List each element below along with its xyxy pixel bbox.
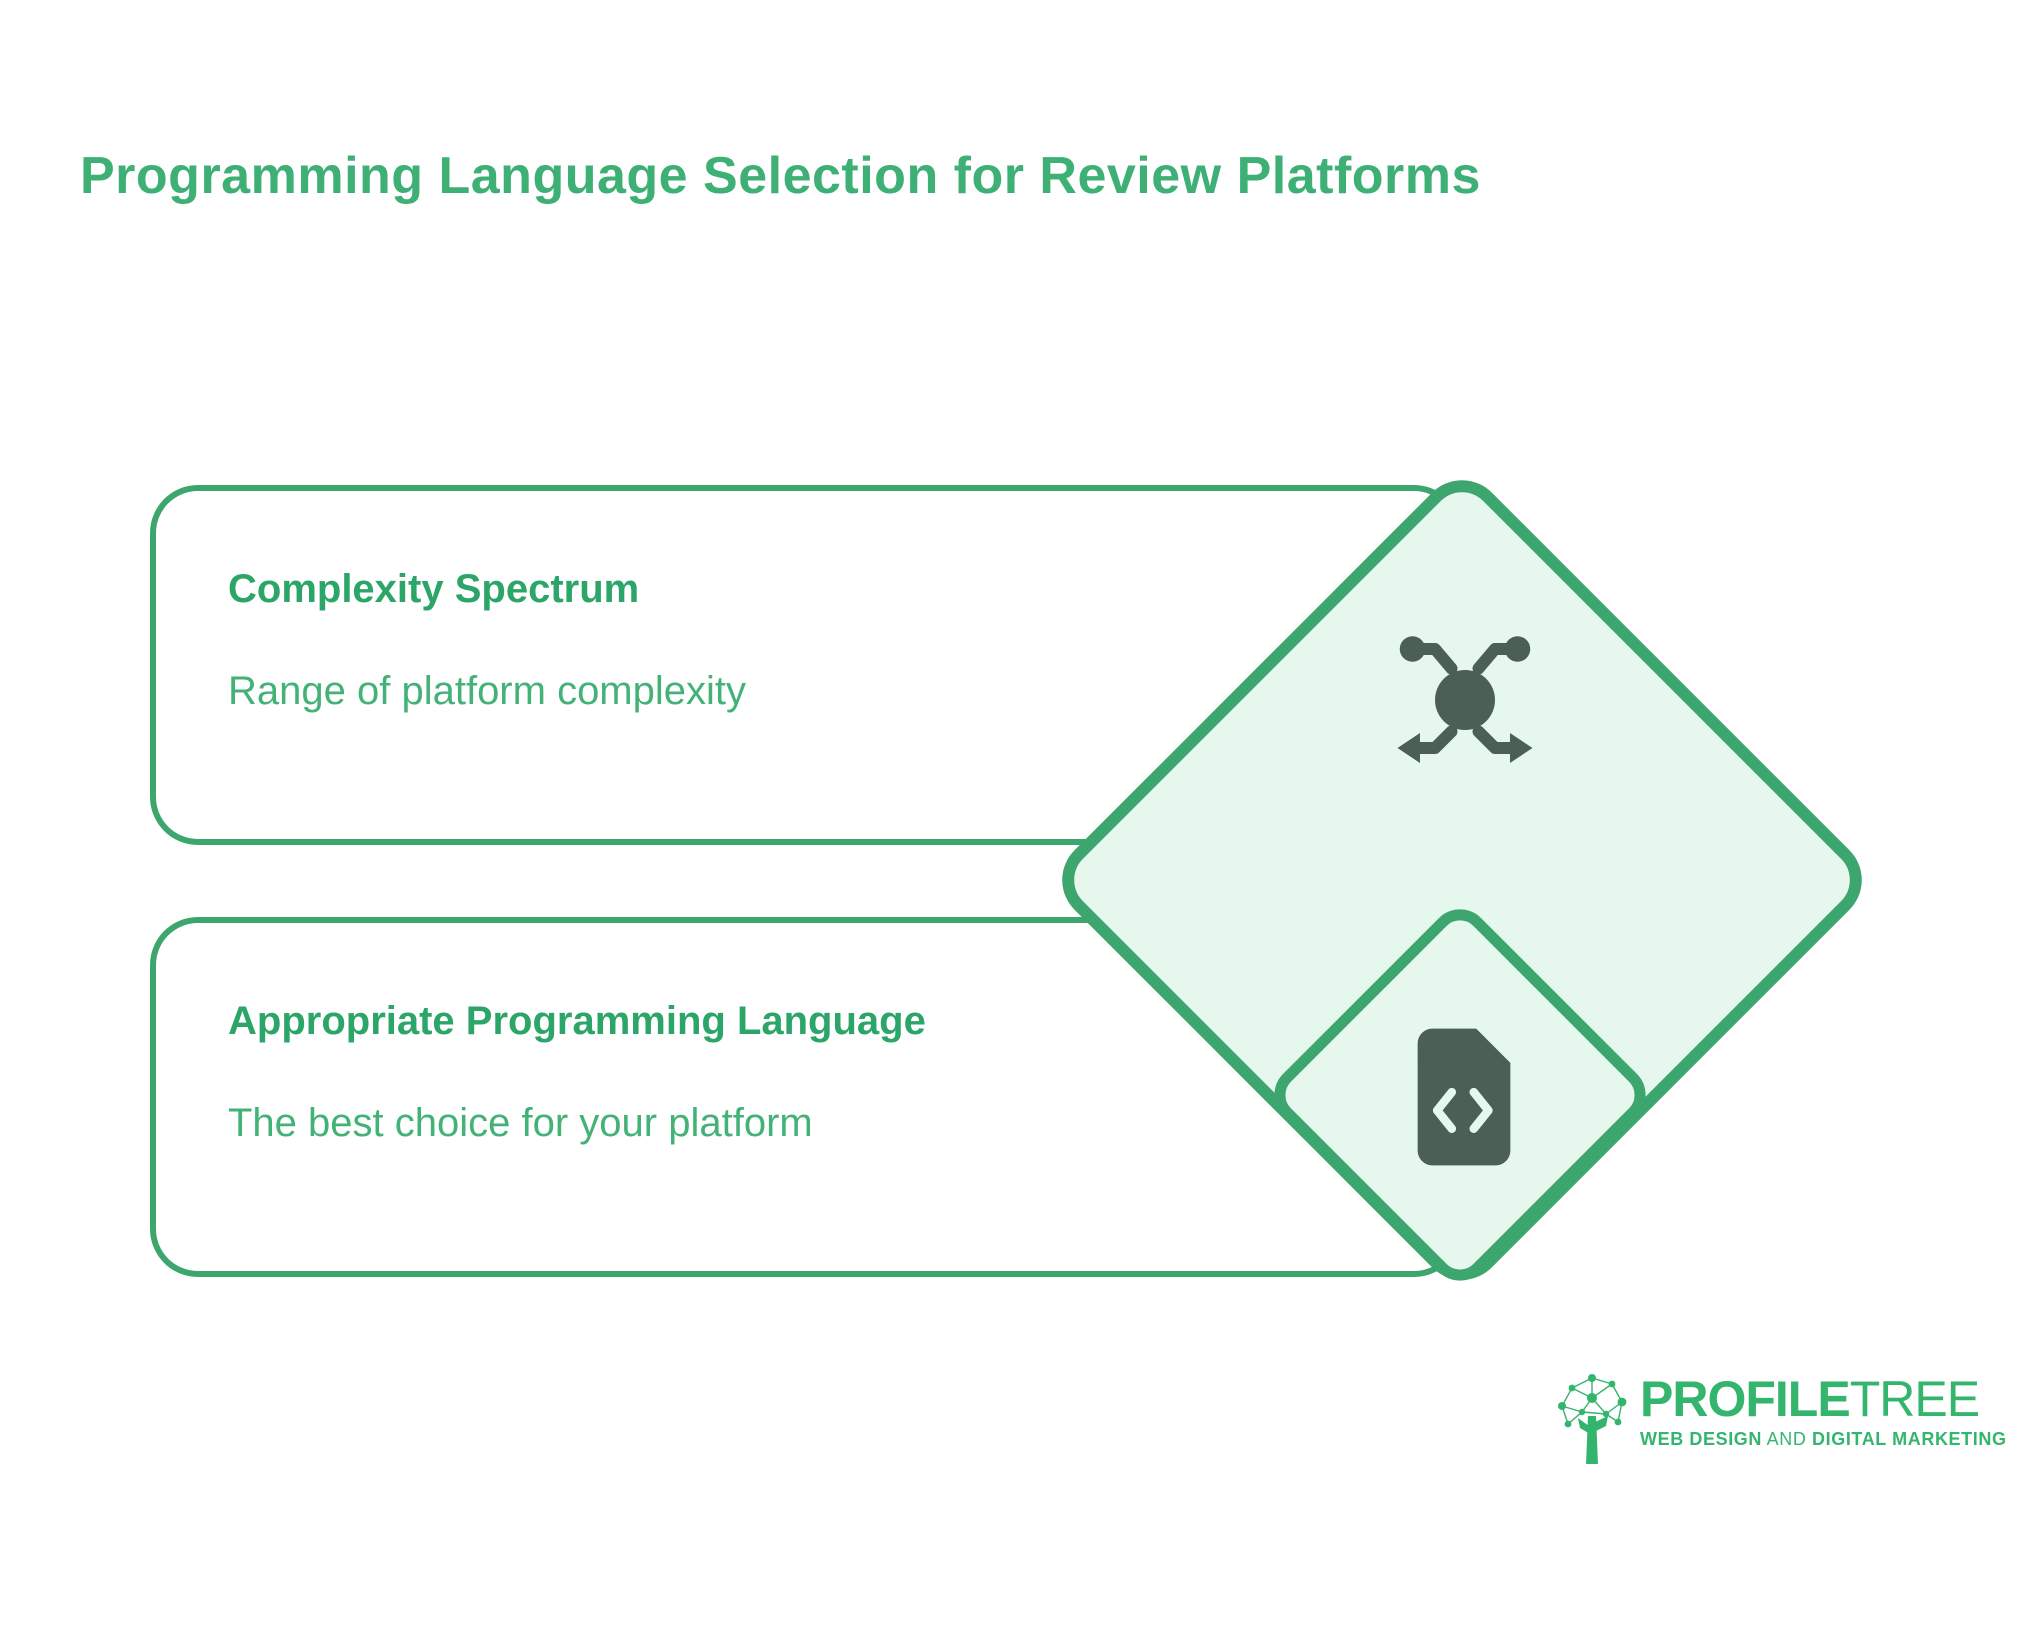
card-heading: Complexity Spectrum	[228, 567, 640, 611]
tagline-and: AND	[1762, 1429, 1813, 1449]
tagline-web-design: WEB DESIGN	[1640, 1429, 1763, 1449]
page-title: Programming Language Selection for Revie…	[80, 147, 1481, 205]
network-spread-icon	[1390, 625, 1540, 775]
logo-text-block: PROFILETREE WEB DESIGN AND DIGITAL MARKE…	[1640, 1372, 2007, 1450]
tree-network-icon	[1552, 1370, 1632, 1470]
card-complexity-spectrum: Complexity Spectrum Range of platform co…	[150, 485, 1462, 845]
card-description: Range of platform complexity	[228, 669, 747, 713]
logo-brand-light: TREE	[1849, 1371, 1980, 1427]
card-description: The best choice for your platform	[228, 1101, 813, 1145]
code-file-icon	[1403, 1023, 1525, 1171]
logo-brand-name: PROFILETREE	[1640, 1372, 2007, 1427]
logo-tagline: WEB DESIGN AND DIGITAL MARKETING	[1640, 1429, 2007, 1450]
logo-brand-bold: PROFILE	[1640, 1371, 1851, 1427]
card-heading: Appropriate Programming Language	[228, 999, 926, 1043]
tagline-digital-marketing: DIGITAL MARKETING	[1812, 1429, 2007, 1449]
profiletree-logo: PROFILETREE WEB DESIGN AND DIGITAL MARKE…	[1552, 1368, 2006, 1478]
